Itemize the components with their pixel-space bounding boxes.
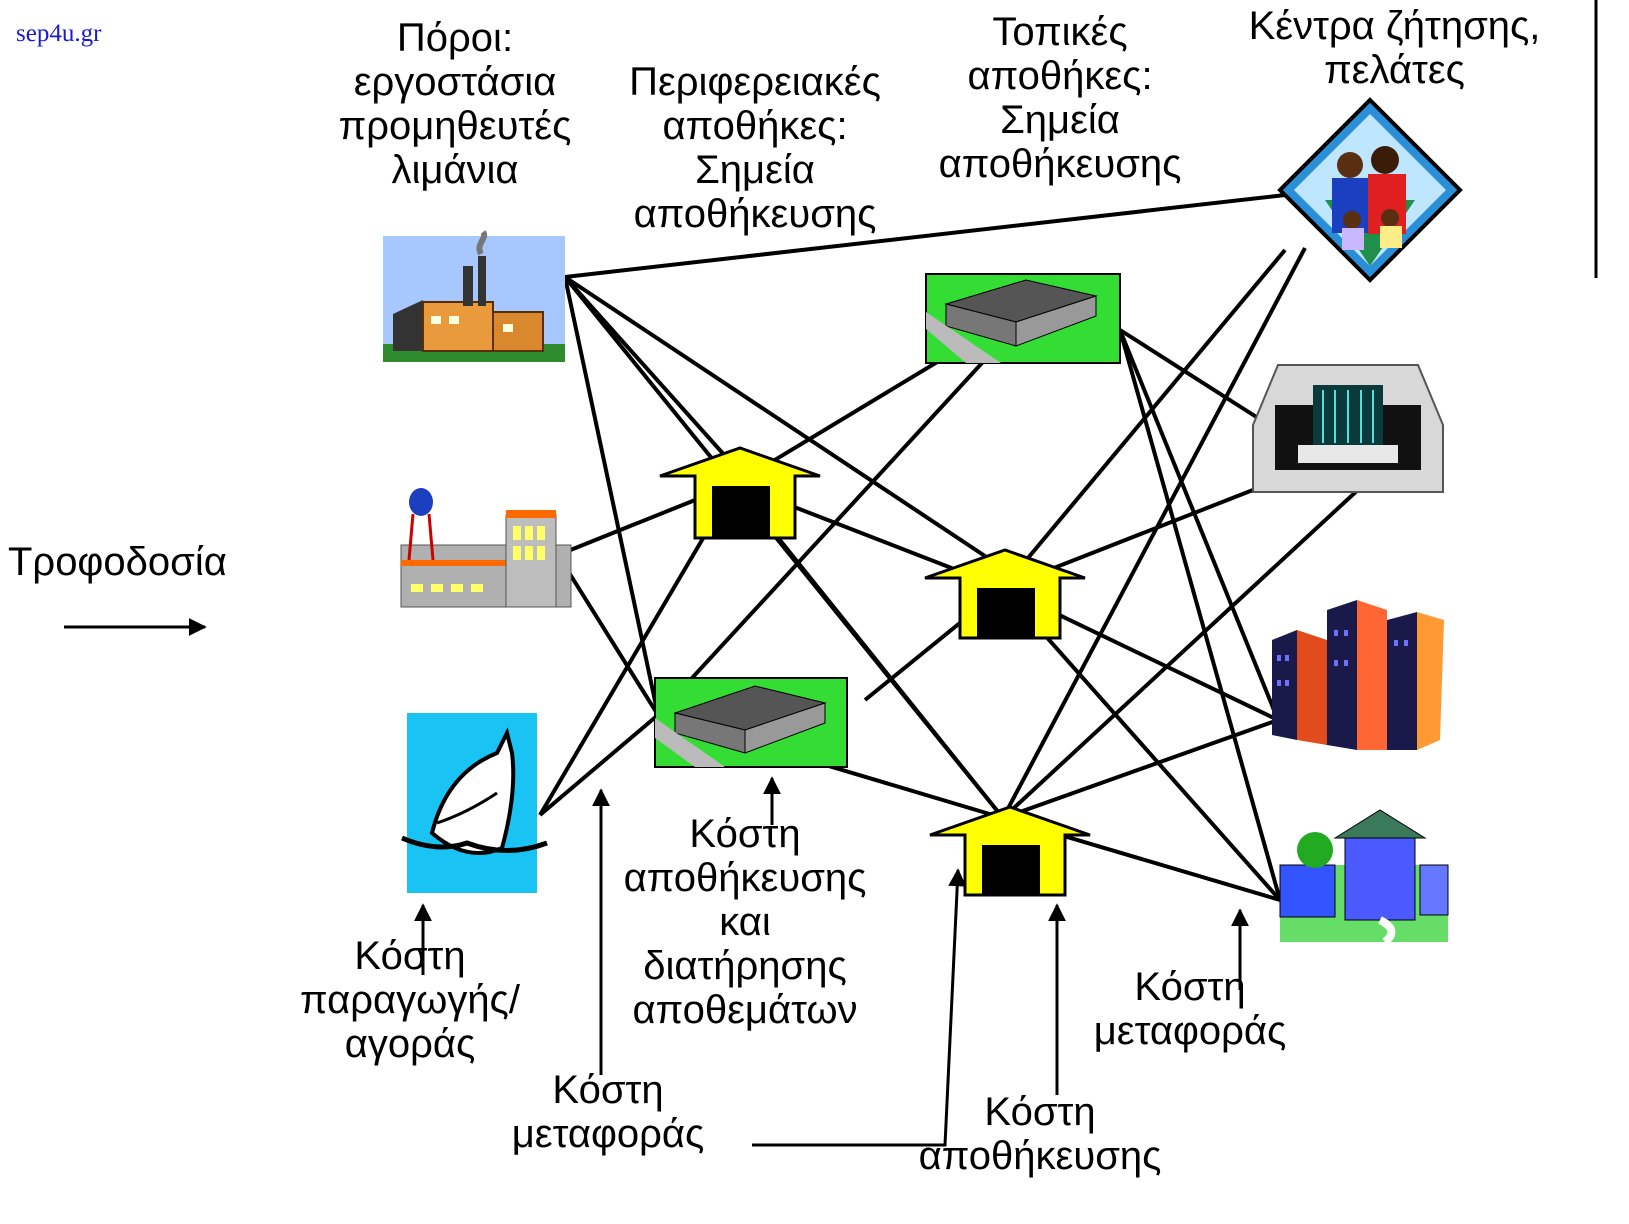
header-sources-line: Πόροι:	[396, 16, 514, 60]
header-regional-line: Σημεία	[695, 148, 815, 192]
link	[538, 713, 660, 817]
header-demand: Κέντρα ζήτησης, πελάτες	[1222, 4, 1567, 92]
cost-production-line: Κόστη	[354, 934, 466, 978]
warehouse-arrow-icon	[929, 805, 1091, 897]
warehouse-arrow-icon	[659, 446, 821, 540]
link	[1002, 718, 1279, 820]
cost-transport-right: Κόστη μεταφοράς	[1060, 965, 1320, 1053]
link	[563, 275, 737, 469]
link	[733, 482, 1005, 820]
cost-inventory: Κόστη αποθήκευσης και διατήρησης αποθεμά…	[595, 812, 895, 1032]
cost-production: Κόστη παραγωγής/ αγοράς	[280, 934, 540, 1066]
header-demand-line: πελάτες	[1324, 48, 1465, 92]
ship-icon	[401, 713, 548, 893]
cost-inventory-line: διατήρησης	[643, 944, 847, 988]
link	[1118, 328, 1260, 420]
header-sources-line: εργοστάσια	[353, 60, 557, 104]
header-regional-line: Περιφερειακές	[629, 60, 881, 104]
cost-storage-line: αποθήκευσης	[918, 1134, 1162, 1178]
link	[556, 553, 660, 717]
link	[564, 193, 1286, 279]
cost-transport-left: Κόστη μεταφοράς	[478, 1068, 738, 1156]
link	[1001, 586, 1282, 902]
warehouse-building-icon	[654, 677, 848, 768]
link	[563, 275, 1005, 570]
link	[1001, 486, 1362, 820]
houses-icon	[1279, 809, 1449, 946]
cost-inventory-line: Κόστη	[689, 812, 801, 856]
cost-transport-left-line: Κόστη	[552, 1068, 664, 1112]
factory-icon	[383, 230, 565, 362]
link	[563, 276, 660, 716]
cost-pointers	[414, 776, 1249, 1147]
supply-label: Τροφοδοσία	[8, 540, 227, 584]
header-demand-line: Κέντρα ζήτησης,	[1248, 4, 1541, 48]
header-sources: Πόροι: εργοστάσια προμηθευτές λιμάνια	[320, 16, 590, 192]
header-regional: Περιφερειακές αποθήκες: Σημεία αποθήκευσ…	[605, 60, 905, 236]
cost-transport-right-line: Κόστη	[1134, 965, 1246, 1009]
warehouse-building-icon	[925, 273, 1121, 364]
cost-inventory-line: και	[719, 900, 771, 944]
header-regional-line: αποθήκευσης	[633, 192, 877, 236]
link	[1118, 329, 1280, 721]
plant-with-water-tower-icon	[400, 488, 572, 608]
cost-inventory-line: αποθεμάτων	[632, 988, 858, 1032]
city-buildings-icon	[1272, 600, 1444, 750]
header-local-line: αποθήκες:	[967, 54, 1153, 98]
cost-transport-left-line: μεταφοράς	[511, 1112, 705, 1156]
link	[1001, 247, 1307, 819]
cost-production-line: αγοράς	[344, 1022, 476, 1066]
family-icon	[1277, 97, 1463, 283]
link	[1001, 248, 1287, 590]
link	[656, 298, 1042, 717]
header-local: Τοπικές αποθήκες: Σημεία αποθήκευσης	[915, 10, 1205, 186]
link	[1118, 329, 1282, 901]
cost-production-line: παραγωγής/	[300, 978, 520, 1022]
warehouse-arrow-icon	[924, 548, 1086, 640]
header-local-line: Σημεία	[1000, 98, 1120, 142]
header-local-line: Τοπικές	[992, 10, 1128, 54]
cost-storage-line: Κόστη	[984, 1090, 1096, 1134]
header-local-line: αποθήκευσης	[938, 142, 1182, 186]
cost-inventory-line: αποθήκευσης	[623, 856, 867, 900]
cost-storage: Κόστη αποθήκευσης	[890, 1090, 1190, 1178]
header-regional-line: αποθήκες:	[662, 104, 848, 148]
transport-cost-connector	[752, 868, 967, 1147]
mall-icon	[1252, 364, 1444, 493]
header-sources-line: λιμάνια	[391, 148, 519, 192]
header-sources-line: προμηθευτές	[338, 104, 572, 148]
cost-transport-right-line: μεταφοράς	[1093, 1009, 1287, 1053]
watermark: sep4u.gr	[16, 20, 102, 47]
